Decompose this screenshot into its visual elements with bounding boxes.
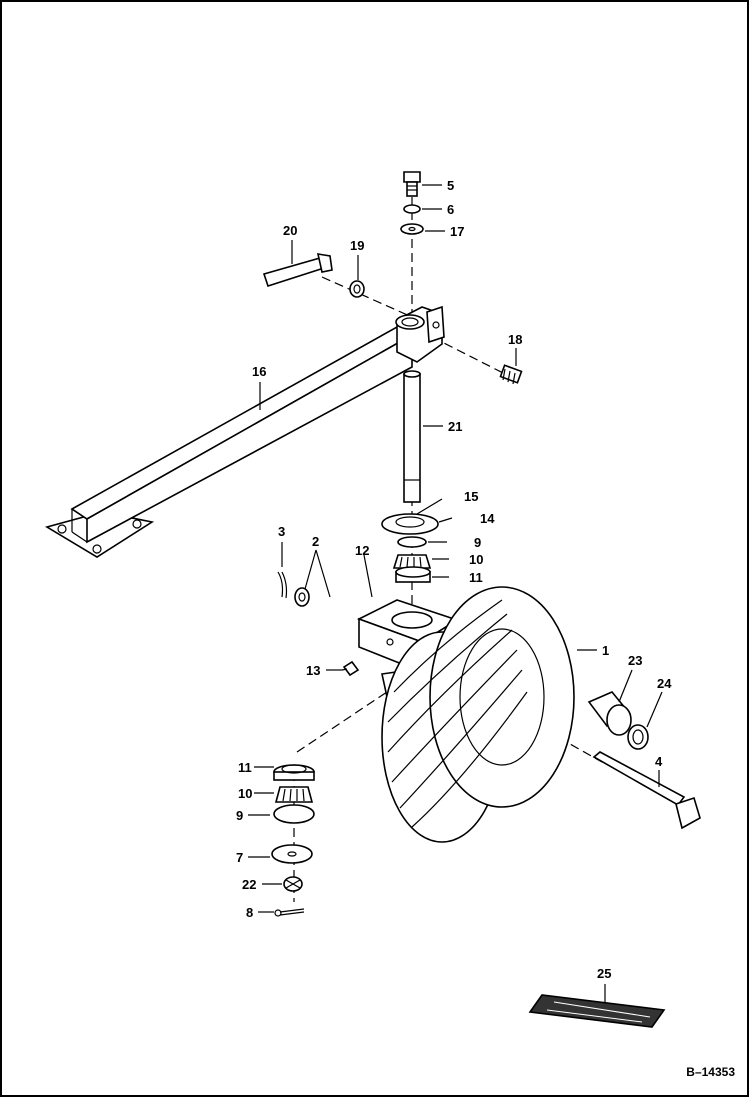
washer-part-24 [627,724,649,750]
callout-15: 15 [464,489,478,504]
callout-17: 17 [450,224,464,239]
washer-part-7 [271,844,313,864]
callout-4: 4 [655,754,663,769]
bearing-cone-part-10-lower [274,786,314,803]
washer-part-17 [400,223,424,235]
callout-20: 20 [283,223,297,238]
washer-part-9-lower [273,804,315,824]
callout-13: 13 [306,663,320,678]
decal-part-25 [528,994,666,1028]
callout-10-upper: 10 [469,552,483,567]
nut-part-19 [349,280,365,298]
callout-9-upper: 9 [474,535,481,550]
washer-part-2 [294,587,310,607]
callout-7: 7 [236,850,243,865]
callout-19: 19 [350,238,364,253]
pin-part-3 [277,571,288,599]
assembly-line-lower-bearing [296,681,403,753]
leader-12 [363,554,373,598]
callout-16: 16 [252,364,266,379]
callout-21: 21 [448,419,462,434]
callout-1: 1 [602,643,609,658]
callout-14: 14 [480,511,495,526]
wheel-part-1 [381,586,575,843]
callout-25: 25 [597,966,611,981]
callout-23: 23 [628,653,642,668]
callout-3: 3 [278,524,285,539]
spacer-part-23 [587,691,632,736]
bolt-part-5 [403,171,421,197]
leader-24 [646,691,663,728]
callout-10-lower: 10 [238,786,252,801]
pivot-pin-part-21 [403,370,421,503]
leader-2b [315,549,331,598]
callout-5: 5 [447,178,454,193]
callout-18: 18 [508,332,522,347]
leader-23 [618,669,633,703]
cotter-pin-part-8 [274,908,305,917]
tow-bar-part-16 [44,326,414,558]
bearing-cup-part-11-lower [273,764,315,781]
washer-part-9-upper [397,536,427,548]
callout-2: 2 [312,534,319,549]
callout-8: 8 [246,905,253,920]
assembly-line-handle [321,276,413,318]
washer-part-6 [403,204,421,214]
callout-12: 12 [355,543,369,558]
assembly-line-setscrew [431,336,518,381]
leader-14 [438,517,453,523]
bearing-cone-part-10-upper [392,554,432,569]
tow-bar-head [395,305,445,363]
callout-24: 24 [657,676,672,691]
axle-part-4 [592,751,701,830]
grease-fitting-part-13 [341,660,360,677]
callout-11-lower: 11 [238,760,252,775]
handle-part-20 [262,253,333,288]
drawing-reference-code: B–14353 [686,1065,735,1079]
leader-2a [304,549,317,590]
castle-nut-part-22 [283,876,303,892]
seal-part-15-14 [381,513,439,535]
callout-22: 22 [242,877,256,892]
callout-9-lower: 9 [236,808,243,823]
setscrew-part-18 [499,364,523,385]
leader-15 [416,498,443,515]
bearing-cup-part-11-upper [395,566,431,583]
callout-6: 6 [447,202,454,217]
callout-11-upper: 11 [469,570,483,585]
